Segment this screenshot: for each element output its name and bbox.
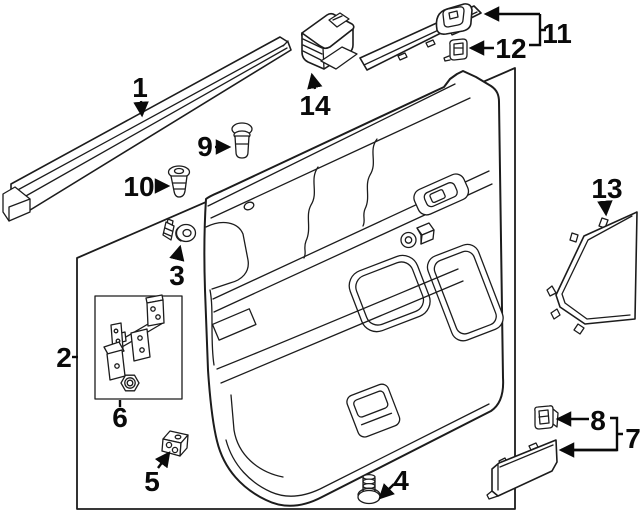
- trim-clip-part: [162, 218, 197, 243]
- lower-trim-panel-part: [486, 439, 558, 500]
- speaker-cover-part: [546, 211, 638, 335]
- cover-tab: [550, 308, 561, 320]
- belt-molding-part: [2, 36, 292, 222]
- cover-tab: [573, 323, 585, 335]
- switch-bezel-part: [320, 3, 482, 71]
- callout-leaders: [72, 6, 623, 500]
- bracket-kit-part: [94, 294, 183, 400]
- hex-nut: [120, 374, 140, 392]
- panel-side-pocket: [426, 243, 504, 342]
- panel-pleat-seam: [362, 138, 378, 227]
- callout-12: 12: [495, 33, 526, 64]
- callout-6: 6: [112, 402, 128, 433]
- pull-handle-cutout: [348, 254, 431, 333]
- bezel-tab: [425, 39, 436, 48]
- door-trim-panel-part: [203, 70, 505, 507]
- pull-cup: [346, 383, 401, 438]
- callout-3: 3: [169, 260, 185, 291]
- callout-11: 11: [542, 18, 572, 49]
- panel-left-slot: [211, 308, 257, 341]
- callout-8: 8: [590, 405, 606, 436]
- push-pin-part: [231, 122, 253, 159]
- switch-bezel-recess: [413, 173, 470, 216]
- switch-rocker: [328, 12, 350, 28]
- callout-10: 10: [123, 171, 154, 202]
- callout-4: 4: [393, 465, 409, 496]
- cover-tab: [546, 285, 557, 297]
- callout-9: 9: [197, 131, 213, 162]
- bezel-left-wing: [320, 46, 358, 70]
- callout-1: 1: [132, 72, 148, 103]
- callout-5: 5: [144, 466, 160, 497]
- panel-corner-seam: [205, 221, 249, 290]
- callout-labels: 1 2 3 4 5 6 7 8 9 10 11 12 13 14: [56, 18, 640, 497]
- window-switch-part: [300, 12, 355, 70]
- panel-pleat-seam: [303, 166, 319, 259]
- screw-part: [357, 473, 381, 505]
- cover-tab: [569, 232, 579, 243]
- bezel-clip-part: [443, 38, 468, 62]
- mounting-bracket-part: [161, 430, 189, 457]
- callout-2: 2: [56, 342, 72, 373]
- grommet-part: [167, 165, 191, 198]
- callout-14: 14: [299, 90, 331, 121]
- callout-13: 13: [591, 173, 622, 204]
- bezel-tab: [397, 52, 408, 61]
- trim-panel-clip-part: [534, 405, 559, 430]
- bracket-kit-box: [94, 295, 183, 400]
- lower-pocket-edge: [216, 268, 459, 370]
- door-latch-handle-area: [400, 222, 435, 249]
- callout-7: 7: [625, 423, 640, 454]
